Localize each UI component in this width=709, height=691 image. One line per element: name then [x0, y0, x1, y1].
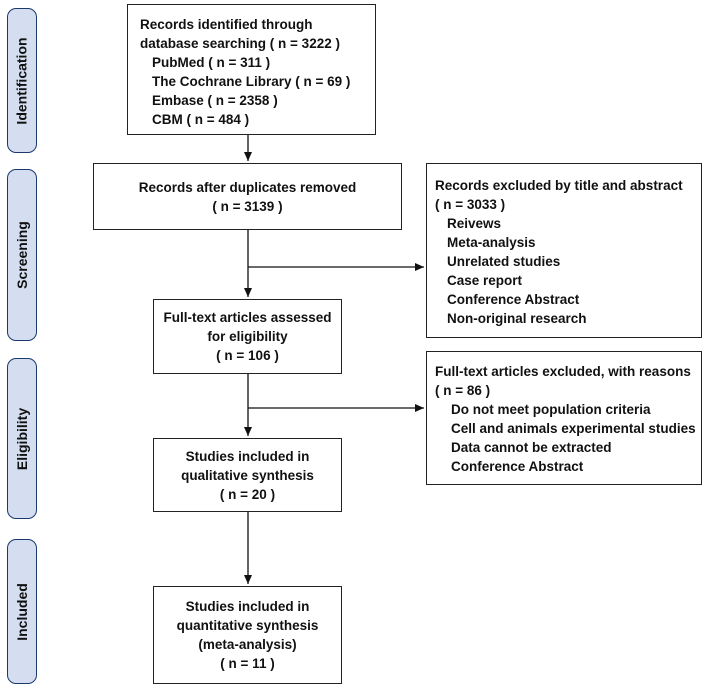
source-cochrane: The Cochrane Library ( n = 69 ) [152, 74, 351, 89]
stage-identification: Identification [7, 8, 37, 153]
fulltext-excluded-line-2: ( n = 86 ) [435, 383, 491, 398]
reason-meta-analysis: Meta-analysis [447, 235, 536, 250]
reason-case-report: Case report [447, 273, 523, 288]
stage-included-label: Included [14, 582, 30, 641]
qualitative-line-1: Studies included in [185, 448, 310, 464]
quantitative-line-3: (meta-analysis) [198, 637, 297, 652]
duplicates-line-2: ( n = 3139 ) [212, 198, 283, 214]
stage-screening-label: Screening [14, 221, 31, 289]
excluded-title-abstract-box: Records excluded by title and abstract (… [426, 163, 702, 338]
fulltext-excluded-box: Full-text articles excluded, with reason… [426, 351, 702, 485]
fulltext-assessed-box: Full-text articles assessed for eligibil… [153, 299, 342, 374]
stage-eligibility: Eligibility [7, 358, 37, 519]
source-pubmed: PubMed ( n = 311 ) [152, 55, 271, 70]
qualitative-synthesis-box: Studies included in qualitative synthesi… [153, 438, 342, 512]
excluded-title-line-1: Records excluded by title and abstract [435, 178, 683, 193]
source-embase: Embase ( n = 2358 ) [152, 93, 278, 108]
reason-non-original: Non-original research [447, 311, 587, 326]
fulltext-line-3: ( n = 106 ) [216, 348, 279, 363]
records-after-duplicates-box: Records after duplicates removed ( n = 3… [93, 163, 402, 230]
fulltext-excluded-line-1: Full-text articles excluded, with reason… [435, 364, 691, 379]
quantitative-synthesis-box: Studies included in quantitative synthes… [153, 586, 342, 684]
reason-conference-abstract: Conference Abstract [447, 292, 580, 307]
identified-line-1: Records identified through [140, 17, 313, 32]
reason-unrelated: Unrelated studies [447, 254, 561, 269]
qualitative-line-3: ( n = 20 ) [219, 486, 276, 502]
qualitative-line-2: qualitative synthesis [181, 467, 314, 483]
stage-eligibility-label: Eligibility [14, 407, 31, 470]
reason-conference-abstract-2: Conference Abstract [451, 459, 584, 474]
identified-line-2: database searching ( n = 3222 ) [140, 36, 340, 51]
reason-data-not-extracted: Data cannot be extracted [451, 440, 612, 455]
excluded-title-line-2: ( n = 3033 ) [435, 197, 506, 212]
quantitative-line-1: Studies included in [185, 599, 310, 614]
quantitative-line-4: ( n = 11 ) [220, 656, 275, 671]
reason-population: Do not meet population criteria [451, 402, 651, 417]
stage-included: Included [7, 539, 37, 684]
duplicates-line-1: Records after duplicates removed [138, 179, 357, 195]
reason-reviews: Reivews [447, 216, 502, 231]
reason-cell-animal: Cell and animals experimental studies [451, 421, 696, 436]
records-identified-box: Records identified through database sear… [127, 4, 376, 135]
source-cbm: CBM ( n = 484 ) [152, 112, 250, 127]
fulltext-line-2: for eligibility [207, 329, 288, 344]
stage-screening: Screening [7, 169, 37, 341]
fulltext-line-1: Full-text articles assessed [163, 310, 332, 325]
stage-identification-label: Identification [14, 36, 30, 125]
quantitative-line-2: quantitative synthesis [176, 618, 319, 633]
